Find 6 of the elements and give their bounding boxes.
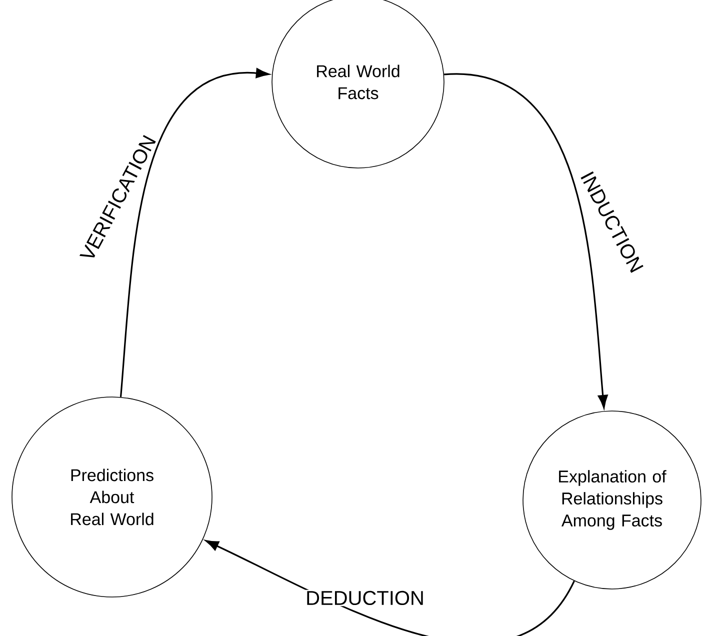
- arrow: [120, 68, 270, 398]
- edge-label: DEDUCTION: [304, 590, 426, 606]
- circle-node: Explanation of Relationships Among Facts: [522, 410, 702, 590]
- circle-node: Predictions About Real World: [12, 396, 212, 598]
- arrow: [444, 74, 608, 408]
- arrow: [205, 540, 575, 636]
